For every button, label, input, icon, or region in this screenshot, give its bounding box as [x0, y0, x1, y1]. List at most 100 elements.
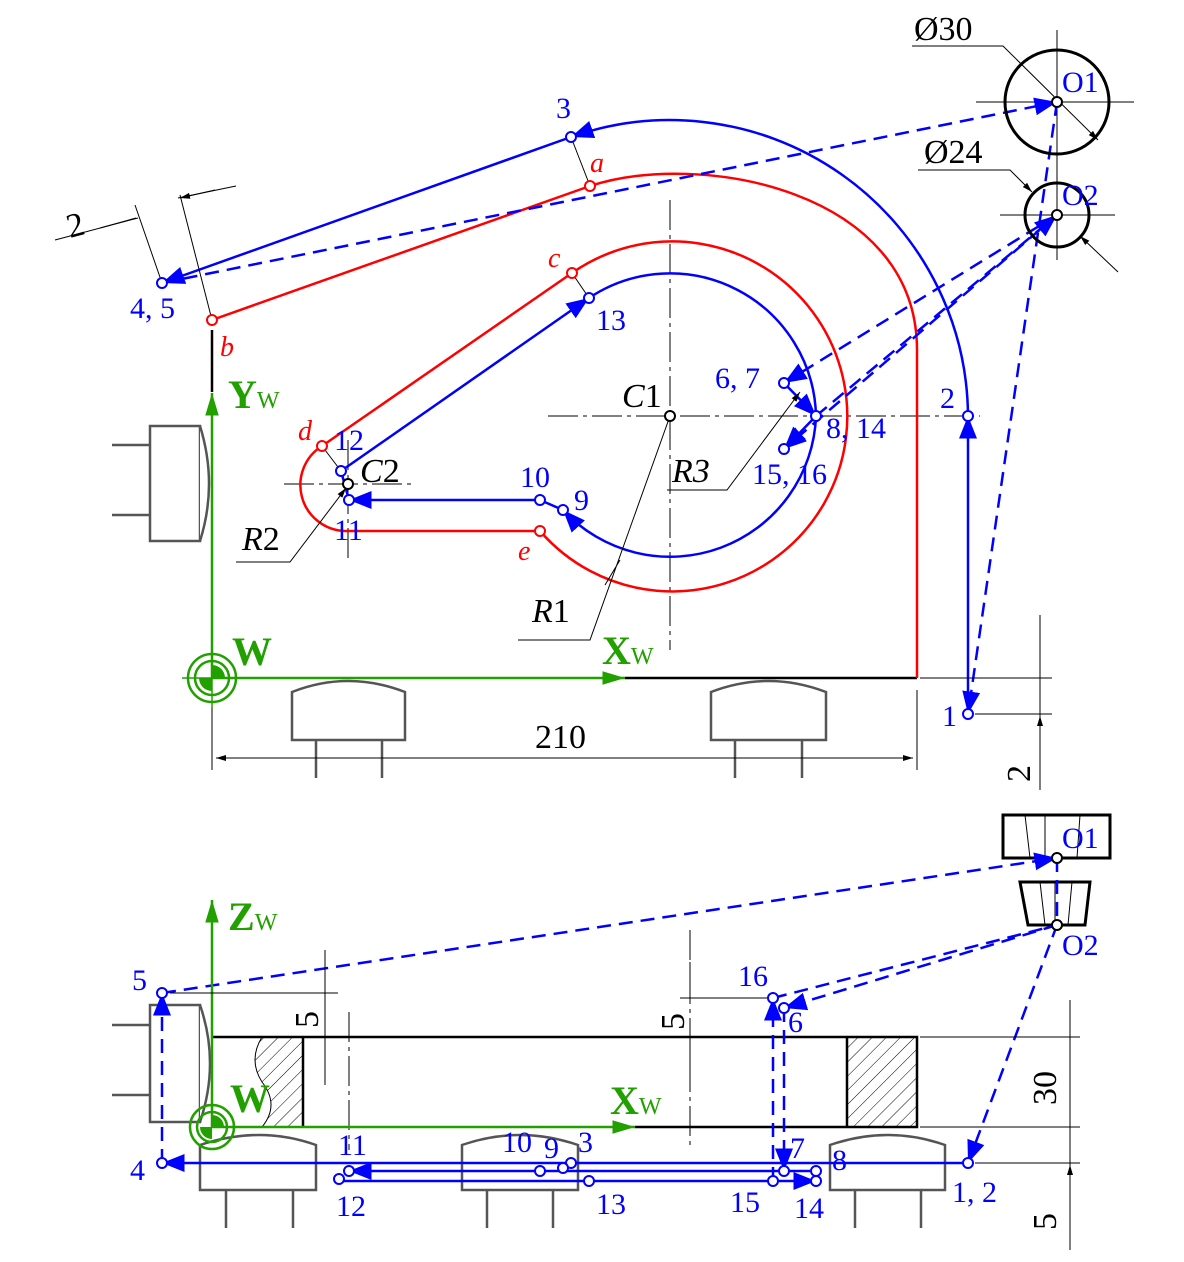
x-axis-front-label: XW [610, 1078, 662, 1123]
f-point-12-label: 12 [336, 1190, 366, 1223]
point-11-label: 11 [334, 514, 363, 547]
origin-symbol-front [188, 1103, 236, 1151]
r3-label: R3 [671, 453, 710, 490]
dim-30-label: 30 [1027, 1071, 1064, 1105]
inner-contour [299, 240, 849, 593]
f-point-8-label: 8 [832, 1144, 847, 1177]
tool-o1-circle [1003, 48, 1111, 156]
path-9-11 [349, 491, 564, 512]
rapid-o2-6 [783, 213, 1058, 385]
f-point-10-label: 10 [502, 1126, 532, 1159]
r1-label: R1 [531, 593, 570, 630]
f-point-6-label: 6 [788, 1006, 803, 1039]
bottom-clamp-left [290, 679, 407, 778]
rapid-5-o1 [161, 97, 1058, 285]
front-view: ZW XW W 5 5 30 5 1, 2 3 4 5 6 7 8 9 10 1… [112, 813, 1112, 1250]
r1-leader [518, 415, 671, 641]
d24-label: Ø24 [924, 134, 983, 171]
d30-label: Ø30 [914, 11, 973, 48]
point-2-label: 2 [940, 382, 955, 415]
point-15-16-label: 15, 16 [752, 458, 827, 491]
f-point-4-label: 4 [130, 1154, 145, 1187]
tool-o2-side [1018, 880, 1092, 927]
r2-leader [236, 487, 347, 563]
top-view: 210 2 2 YW XW W a b c d e 1 2 3 4, 5 6, … [54, 11, 1134, 790]
path-point-markers [156, 96, 1063, 720]
f-o2-label: O2 [1062, 929, 1099, 962]
z-axis-label: ZW [228, 894, 278, 939]
o1-label: O1 [1062, 66, 1099, 99]
dim-2-top-label: 2 [62, 206, 88, 246]
dim-2-right-lines [920, 615, 1052, 790]
point-4-5-label: 4, 5 [130, 292, 175, 325]
side-clamp-front [112, 1003, 212, 1124]
rapid-16-o2-front [772, 923, 1058, 1000]
f-point-13-label: 13 [596, 1188, 626, 1221]
dim-5-left-label: 5 [289, 1011, 326, 1028]
tool-centerlines [976, 30, 1134, 260]
f-point-9-label: 9 [544, 1132, 559, 1165]
point-9-label: 9 [574, 484, 589, 517]
d30-leader [912, 45, 1099, 141]
rapid-o2-15 [783, 214, 1058, 450]
point-a-label: a [590, 148, 604, 179]
f-point-1-2-label: 1, 2 [952, 1176, 997, 1209]
f-point-15-label: 15 [730, 1186, 760, 1219]
point-13-label: 13 [596, 304, 626, 337]
point-6-7-label: 6, 7 [715, 362, 760, 395]
dim-2-top-arrows [99, 190, 216, 229]
x-axis-label: XW [602, 628, 654, 673]
f-point-5-label: 5 [132, 964, 147, 997]
c1-centerline [548, 200, 980, 650]
rapid-o1-1 [962, 101, 1059, 715]
origin-symbol [186, 652, 238, 704]
dim-arrows-front [324, 955, 1070, 1205]
r2-label: R2 [241, 521, 280, 558]
side-clamp [112, 424, 211, 543]
y-axis-label: YW [228, 372, 280, 417]
offset-links [321, 136, 591, 472]
d24-leader [918, 169, 1033, 193]
f-o1-label: O1 [1062, 822, 1099, 855]
f-point-3-label: 3 [578, 1126, 593, 1159]
f-point-11-label: 11 [338, 1129, 367, 1162]
tool-o1-side [1001, 813, 1112, 860]
dim-2-right-label: 2 [1001, 765, 1038, 782]
c1-label: C1 [622, 378, 662, 415]
point-8-14-label: 8, 14 [826, 412, 886, 445]
hatch-right [846, 1036, 918, 1128]
f-point-16-label: 16 [738, 960, 768, 993]
path-13-14 [588, 272, 818, 417]
f-point-7-label: 7 [790, 1132, 805, 1165]
point-12-label: 12 [334, 424, 364, 457]
bottom-clamp-right [709, 679, 828, 778]
origin-label: W [232, 629, 272, 674]
point-d-label: d [298, 416, 313, 447]
f-point-14-label: 14 [794, 1192, 824, 1225]
point-b-label: b [220, 332, 234, 363]
front-point-markers [156, 852, 1063, 1187]
point-1-label: 1 [942, 700, 957, 733]
dim-5-bottom-label: 5 [1027, 1213, 1064, 1230]
dim-5-mid-label: 5 [655, 1013, 692, 1030]
point-c-label: c [548, 243, 561, 274]
rapid-o2-6-front [783, 923, 1058, 1011]
part-edge [210, 330, 917, 680]
rapid-14-o2 [815, 214, 1058, 417]
path-2-3 [570, 118, 970, 417]
dim-2-top-lines [54, 185, 237, 321]
point-3-label: 3 [556, 92, 571, 125]
outer-contour [211, 172, 919, 678]
c2-label: C2 [360, 453, 400, 490]
path-7-8 [783, 382, 817, 417]
rapid-5-o1-front [161, 852, 1058, 995]
origin-front-label: W [230, 1076, 270, 1121]
r3-leader [667, 391, 801, 491]
part-section [212, 1035, 919, 1129]
point-10-label: 10 [520, 461, 550, 494]
point-e-label: e [518, 536, 530, 567]
d24-arrow [1079, 235, 1119, 273]
path-3-4 [161, 135, 572, 285]
path-8-9 [562, 415, 818, 559]
